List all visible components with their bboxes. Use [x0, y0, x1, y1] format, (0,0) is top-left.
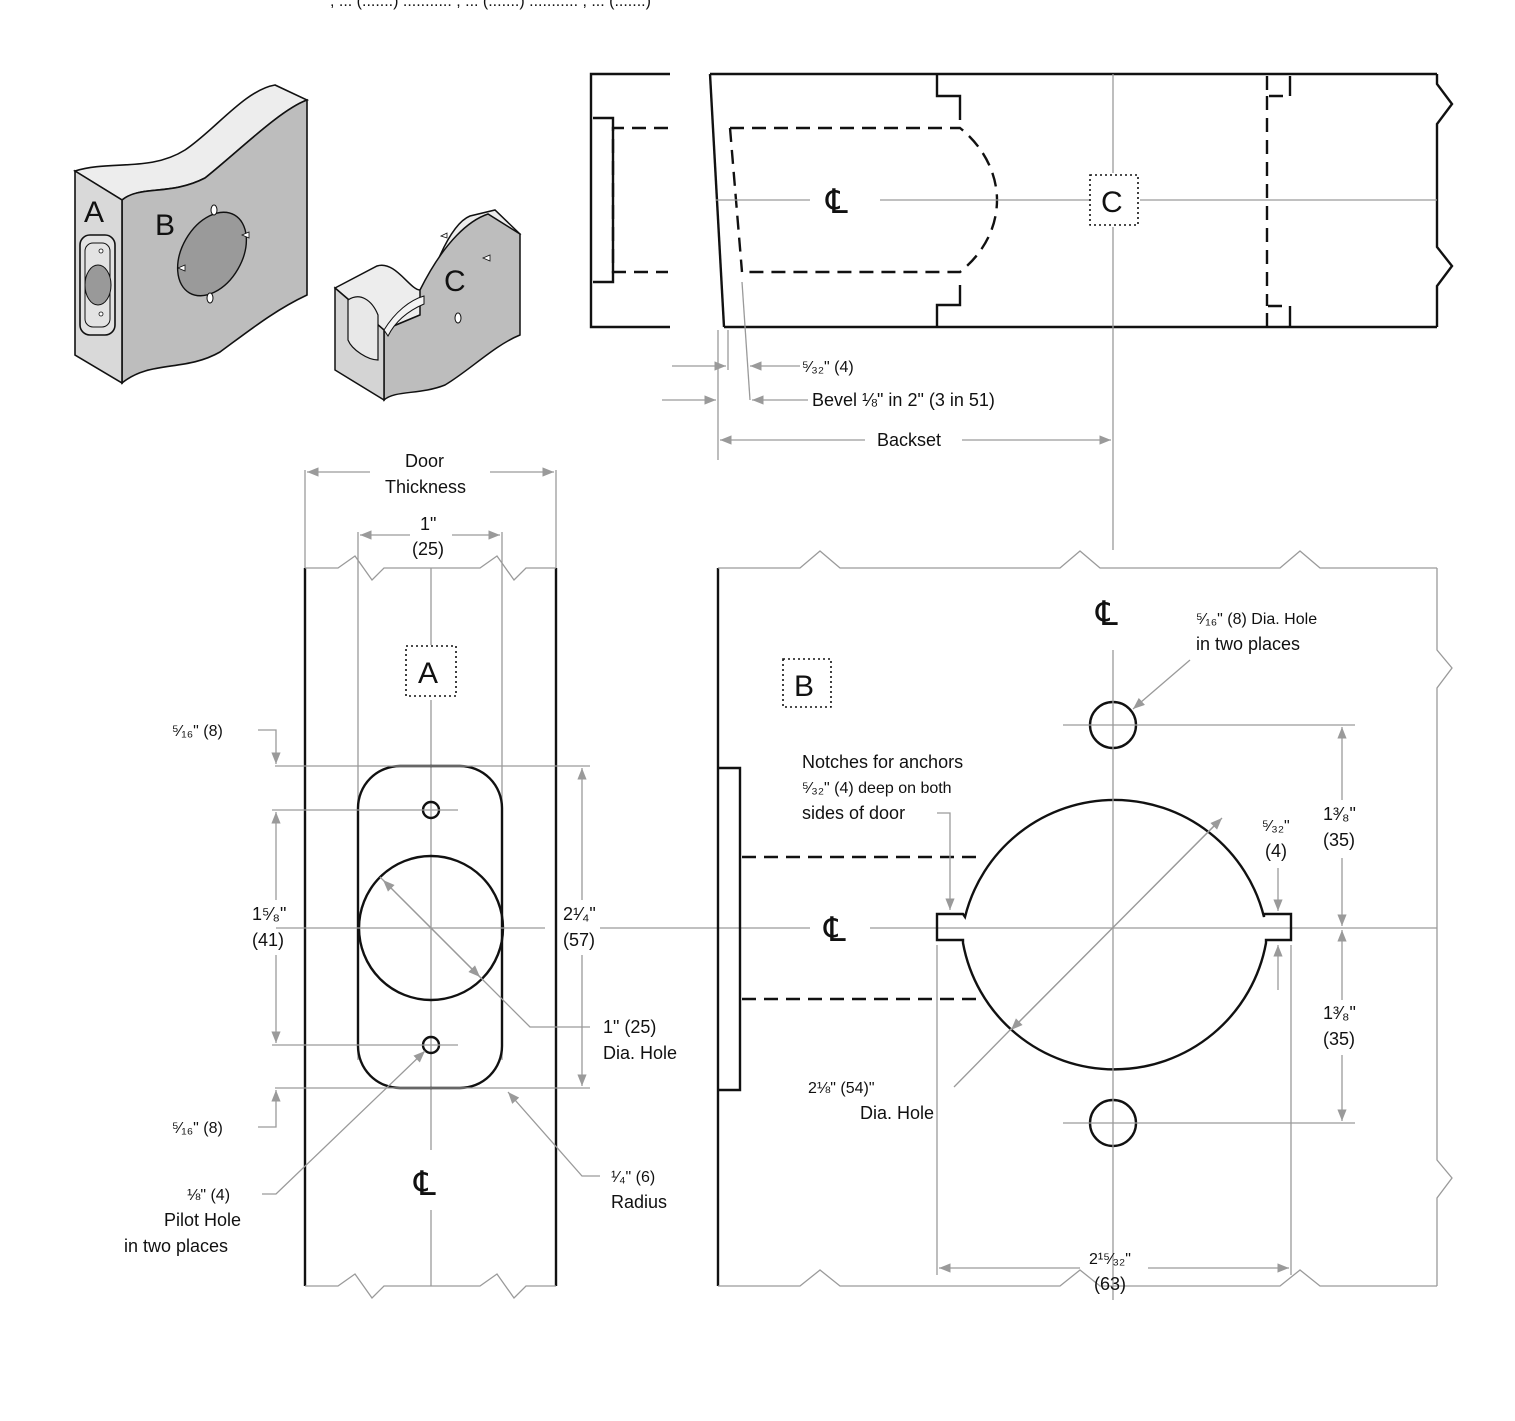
view-b-notch-depth-mm: (4)	[1265, 841, 1287, 861]
view-b-centerline-left: ℄	[823, 911, 846, 949]
view-b-tag: B	[794, 670, 814, 703]
view-c-tag: C	[1101, 186, 1123, 219]
view-b-notch-depth-in: ⁵⁄₃₂"	[1262, 818, 1290, 835]
view-a-hole-2: Dia. Hole	[603, 1043, 677, 1063]
view-a-tag: A	[418, 657, 438, 690]
view-a: Door Thickness 1" (25) A ℄	[124, 451, 1437, 1300]
iso-cutaway-c: C	[333, 209, 522, 402]
view-b: B ℄ ℄ ⁵⁄₁₆" (8) Dia. Hole in two places …	[716, 550, 1453, 1300]
iso-door-illustration: A B	[73, 84, 310, 385]
view-b-small-hole-2: in two places	[1196, 634, 1300, 654]
view-a-thickness-1: Door	[405, 451, 444, 471]
view-b-lower-mm: (35)	[1323, 1029, 1355, 1049]
view-a-radius-1: ¹⁄₄" (6)	[611, 1169, 655, 1186]
iso-label-b: B	[155, 209, 175, 242]
view-b-upper-in: 1³⁄₈"	[1323, 804, 1356, 824]
view-c-centerline: ℄	[825, 183, 848, 221]
view-a-plate-height-mm: (57)	[563, 930, 595, 950]
view-a-top-offset: ⁵⁄₁₆" (8)	[172, 723, 223, 740]
view-b-notches-1: Notches for anchors	[802, 752, 963, 772]
view-b-centerline-top: ℄	[1095, 595, 1118, 633]
header-note: , ... (.......) ........... , ... (.....…	[330, 0, 651, 10]
view-a-pilot-spacing-in: 1⁵⁄₈"	[252, 904, 286, 924]
view-a-width-in: 1"	[420, 514, 436, 534]
view-a-width-mm: (25)	[412, 539, 444, 559]
view-b-notches-3: sides of door	[802, 803, 905, 823]
view-b-overall-mm: (63)	[1094, 1274, 1126, 1294]
view-a-thickness-2: Thickness	[385, 477, 466, 497]
view-a-pilot-1: ⅛" (4)	[187, 1187, 230, 1204]
view-a-centerline: ℄	[413, 1165, 436, 1203]
view-c-dim-backset: Backset	[877, 430, 941, 450]
view-a-hole-1: 1" (25)	[603, 1017, 656, 1037]
view-b-notches-2: ⁵⁄₃₂" (4) deep on both	[802, 780, 952, 797]
view-a-pilot-2: Pilot Hole	[164, 1210, 241, 1230]
view-a-pilot-3: in two places	[124, 1236, 228, 1256]
view-b-main-hole-1: 2⅛" (54)"	[808, 1080, 875, 1097]
view-b-overall-in: 2¹⁵⁄₃₂"	[1089, 1251, 1131, 1268]
view-b-main-hole-2: Dia. Hole	[860, 1103, 934, 1123]
view-a-bottom-offset: ⁵⁄₁₆" (8)	[172, 1120, 223, 1137]
view-c: ℄ C ⁵⁄₃₂" (4) Bevel ⅛" in 2" (3 in 51) B…	[589, 72, 1454, 550]
view-a-pilot-spacing-mm: (41)	[252, 930, 284, 950]
view-c-dim-bevel: Bevel ⅛" in 2" (3 in 51)	[812, 390, 995, 410]
view-a-plate-height-in: 2¹⁄₄"	[563, 904, 596, 924]
view-b-lower-in: 1³⁄₈"	[1323, 1003, 1356, 1023]
view-b-small-hole-1: ⁵⁄₁₆" (8) Dia. Hole	[1196, 611, 1317, 628]
view-b-upper-mm: (35)	[1323, 830, 1355, 850]
iso-label-a: A	[84, 196, 104, 229]
view-c-dim-532: ⁵⁄₃₂" (4)	[802, 359, 854, 376]
iso-label-c: C	[444, 265, 466, 298]
view-a-radius-2: Radius	[611, 1192, 667, 1212]
